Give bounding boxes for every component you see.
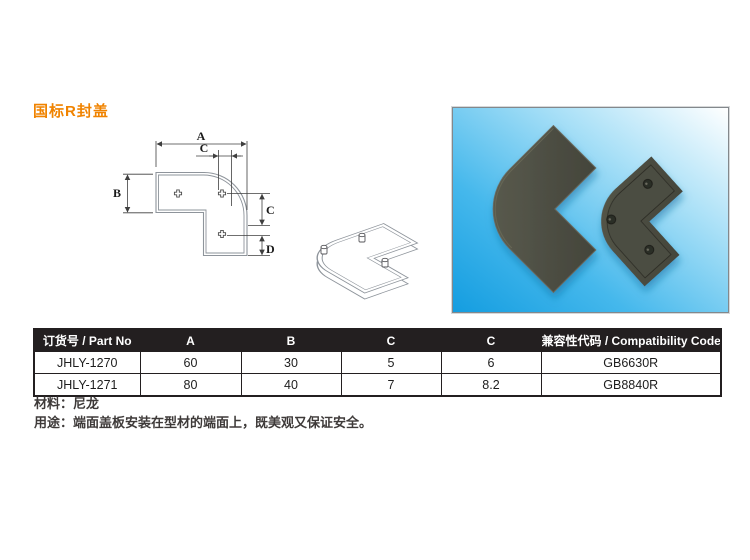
- corner-cap-front: [492, 124, 597, 294]
- cap-pin: [606, 214, 617, 225]
- dimension-view: A C B C D: [113, 129, 275, 257]
- iso-stud: [358, 232, 366, 243]
- pin-cross-icon: [173, 189, 183, 198]
- dim-label-d: D: [266, 242, 275, 256]
- header-cell-c2: C: [440, 328, 542, 352]
- notes: 材料：尼龙 用途：端面盖板安装在型材的端面上，既美观又保证安全。: [34, 394, 372, 432]
- header-cell-partno: 订货号 / Part No: [33, 328, 141, 352]
- table-row: JHLY-1271 80 40 7 8.2 GB8840R: [33, 373, 722, 397]
- product-photo: [452, 107, 729, 313]
- parts-table: 订货号 / Part No A B C C 兼容性代码 / Compatibil…: [33, 328, 722, 397]
- part-no-cell: JHLY-1270: [33, 351, 141, 374]
- corner-cap-back: [601, 156, 683, 287]
- iso-stud: [381, 257, 389, 268]
- header-cell-a: A: [139, 328, 242, 352]
- dim-label-c-right: C: [266, 203, 275, 217]
- table-cell: 60: [139, 351, 242, 374]
- material-note: 材料：尼龙: [34, 396, 100, 411]
- technical-drawing: A C B C D: [113, 129, 419, 300]
- table-cell: 80: [139, 373, 242, 397]
- table-row: JHLY-1270 60 30 5 6 GB6630R: [33, 351, 722, 374]
- iso-stud: [320, 244, 328, 255]
- pin-cross-icon: [217, 189, 227, 198]
- header-cell-b: B: [240, 328, 342, 352]
- header-cell-compat: 兼容性代码 / Compatibility Code: [540, 328, 722, 352]
- compat-code-cell: GB8840R: [540, 373, 722, 397]
- usage-note: 用途：端面盖板安装在型材的端面上，既美观又保证安全。: [34, 415, 373, 430]
- dim-label-c-top: C: [200, 141, 209, 155]
- table-cell: 40: [240, 373, 342, 397]
- page-title: 国标R封盖: [33, 103, 109, 120]
- table-cell: 6: [440, 351, 542, 374]
- dim-label-a: A: [197, 129, 206, 143]
- header-cell-c1: C: [340, 328, 442, 352]
- pin-cross-icon: [217, 229, 227, 239]
- cap-pin: [642, 178, 653, 189]
- table-cell: 30: [240, 351, 342, 374]
- table-cell: 5: [340, 351, 442, 374]
- table-cell: 8.2: [440, 373, 542, 397]
- table-cell: 7: [340, 373, 442, 397]
- isometric-view: [316, 223, 419, 300]
- photo-caps: [492, 124, 683, 294]
- table-header-row: 订货号 / Part No A B C C 兼容性代码 / Compatibil…: [33, 328, 722, 352]
- dim-label-b: B: [113, 186, 121, 200]
- compat-code-cell: GB6630R: [540, 351, 722, 374]
- cap-pin: [644, 244, 655, 255]
- part-no-cell: JHLY-1271: [33, 373, 141, 397]
